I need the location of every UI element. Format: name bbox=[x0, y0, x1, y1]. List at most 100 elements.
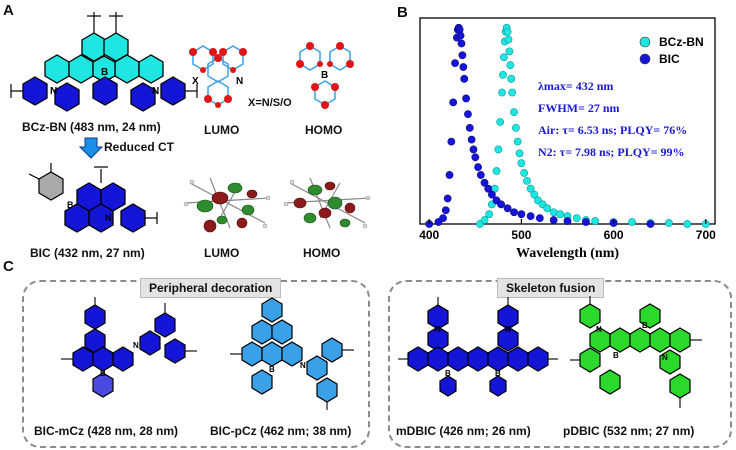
data-point-bcz-bn bbox=[683, 220, 692, 228]
x-tick-label: 600 bbox=[604, 228, 624, 242]
pdbic-b-atom-2: B bbox=[642, 321, 648, 330]
bczbn-n-atom-2: N bbox=[152, 86, 159, 97]
mdbic-n-atom-1: N bbox=[435, 325, 441, 334]
data-point-bic bbox=[457, 39, 466, 48]
data-point-bic bbox=[563, 217, 572, 225]
pdbic-label: pDBIC (532 nm; 27 nm) bbox=[563, 424, 695, 438]
bczbn-b-atom: B bbox=[101, 67, 108, 78]
data-point-bcz-bn bbox=[504, 35, 513, 44]
annotation-text: N2: τ= 7.98 ns; PLQY= 99% bbox=[538, 145, 685, 159]
data-point-bcz-bn bbox=[499, 53, 508, 62]
x-tick-label: 400 bbox=[419, 228, 439, 242]
bic-pcz-label: BIC-pCz (462 nm; 38 nm) bbox=[210, 424, 352, 438]
mdbic-structure: B B N N bbox=[398, 297, 558, 397]
data-point-bic bbox=[459, 63, 468, 71]
bic-b-atom: B bbox=[67, 200, 74, 210]
data-point-bcz-bn bbox=[499, 70, 507, 79]
bic-mcz-n-atom: N bbox=[133, 341, 139, 350]
annotation-text: Air: τ= 6.53 ns; PLQY= 76% bbox=[538, 123, 687, 137]
data-point-bcz-bn bbox=[530, 190, 539, 199]
homo-orbital bbox=[283, 177, 371, 229]
reduced-ct-label: Reduced CT bbox=[104, 140, 175, 154]
data-point-bic bbox=[480, 178, 489, 187]
annotation-text: FWHM= 27 nm bbox=[538, 101, 620, 115]
skeleton-fusion-title: Skeleton fusion bbox=[497, 278, 605, 298]
pdbic-n-atom-1: N bbox=[596, 325, 602, 334]
data-point-bic bbox=[474, 163, 482, 172]
data-point-bcz-bn bbox=[523, 176, 531, 185]
data-point-bic bbox=[465, 123, 474, 132]
bczbn-label: BCz-BN (483 nm, 24 nm) bbox=[22, 120, 161, 134]
data-point-bcz-bn bbox=[507, 74, 516, 83]
data-point-bic bbox=[476, 171, 485, 179]
data-point-bic bbox=[469, 145, 478, 154]
data-point-bcz-bn bbox=[511, 123, 520, 132]
homo-bottom-label: HOMO bbox=[303, 246, 341, 260]
mdbic-b-atom-2: B bbox=[495, 369, 501, 378]
data-point-bcz-bn bbox=[556, 210, 565, 219]
data-point-bic bbox=[462, 94, 470, 103]
homo-top-label: HOMO bbox=[305, 123, 343, 137]
data-point-bic bbox=[451, 59, 459, 68]
data-point-bcz-bn bbox=[492, 167, 501, 175]
legend-marker bbox=[639, 53, 651, 65]
data-point-bic bbox=[460, 74, 469, 83]
bic-pcz-structure: B N bbox=[230, 297, 354, 410]
lumo-top-label: LUMO bbox=[204, 123, 240, 137]
x-tick-label: 500 bbox=[511, 228, 531, 242]
data-point-bcz-bn bbox=[543, 204, 552, 213]
homo-scheme: B bbox=[296, 42, 354, 109]
bic-structure: B N bbox=[28, 163, 158, 233]
mdbic-label: mDBIC (426 nm; 26 nm) bbox=[396, 424, 531, 438]
data-point-bic bbox=[646, 220, 655, 228]
data-point-bcz-bn bbox=[506, 61, 515, 69]
data-point-bcz-bn bbox=[494, 145, 503, 154]
data-point-bcz-bn bbox=[549, 208, 558, 217]
data-point-bic bbox=[458, 51, 467, 60]
lumo-n-atom: N bbox=[236, 76, 243, 87]
data-point-bic bbox=[517, 210, 526, 219]
data-point-bcz-bn bbox=[572, 214, 581, 223]
data-point-bic bbox=[445, 171, 454, 179]
data-point-bic bbox=[464, 110, 472, 119]
data-point-bcz-bn bbox=[665, 219, 673, 227]
data-point-bic bbox=[526, 212, 535, 221]
legend-marker bbox=[639, 36, 651, 48]
bic-pcz-b-atom: B bbox=[269, 365, 275, 374]
data-point-bic bbox=[535, 214, 544, 223]
lumo-bottom-label: LUMO bbox=[204, 246, 240, 260]
x-equation: X=N/S/O bbox=[248, 97, 292, 109]
data-point-bcz-bn bbox=[505, 47, 514, 56]
data-point-bic bbox=[441, 206, 450, 215]
bic-label: BIC (432 nm, 27 nm) bbox=[30, 246, 145, 260]
pdbic-b-atom-1: B bbox=[613, 351, 619, 360]
panel-letter-c: C bbox=[3, 258, 14, 275]
down-arrow-icon bbox=[78, 137, 104, 159]
data-point-bcz-bn bbox=[503, 27, 512, 36]
data-point-bcz-bn bbox=[498, 88, 506, 97]
panel-letter-b: B bbox=[397, 4, 408, 21]
x-tick-label: 700 bbox=[696, 228, 716, 242]
bic-n-atom: N bbox=[105, 213, 112, 223]
data-point-bic bbox=[449, 98, 458, 107]
data-point-bcz-bn bbox=[526, 184, 535, 193]
bczbn-structure: B N N bbox=[10, 12, 198, 112]
bic-mcz-b-atom: B bbox=[100, 369, 106, 378]
bic-pcz-n-atom: N bbox=[300, 361, 306, 370]
legend-label: BIC bbox=[659, 52, 680, 66]
data-point-bcz-bn bbox=[513, 137, 522, 146]
data-point-bcz-bn bbox=[485, 210, 494, 219]
data-point-bic bbox=[510, 208, 518, 217]
pdbic-structure: B B N N bbox=[570, 296, 702, 408]
data-point-bcz-bn bbox=[591, 217, 600, 225]
mdbic-n-atom-2: N bbox=[505, 325, 511, 334]
lumo-scheme: X N bbox=[189, 45, 247, 108]
data-point-bic bbox=[456, 31, 465, 40]
data-point-bic bbox=[503, 204, 512, 213]
bic-mcz-structure: B N bbox=[61, 297, 197, 398]
data-point-bcz-bn bbox=[496, 118, 505, 126]
data-point-bic bbox=[484, 184, 493, 193]
legend-label: BCz-BN bbox=[659, 35, 704, 49]
lumo-x-atom: X bbox=[192, 76, 199, 87]
